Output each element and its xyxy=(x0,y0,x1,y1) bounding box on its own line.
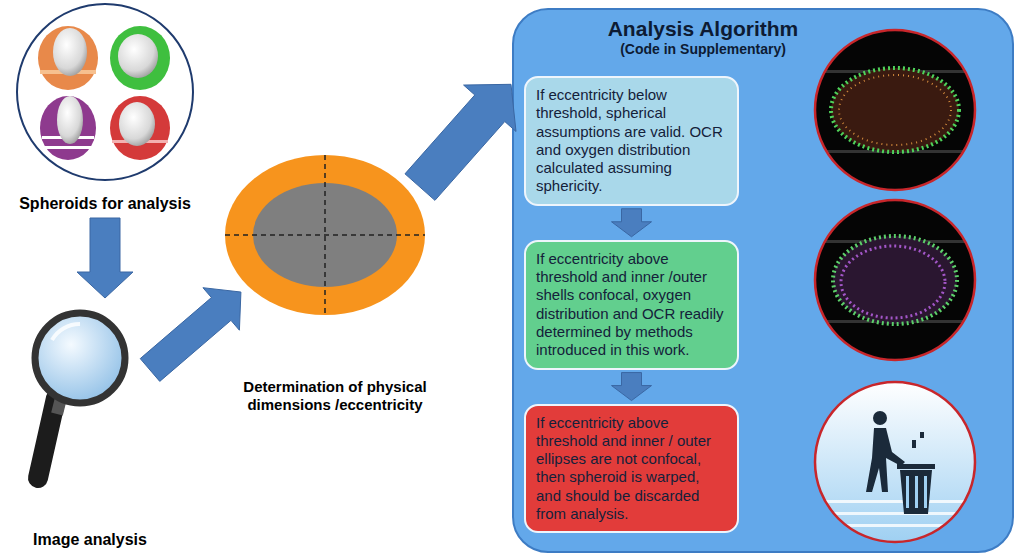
image-frame xyxy=(815,200,975,360)
block-arrow xyxy=(405,84,516,200)
magnifier-panel: Image analysis xyxy=(15,300,165,550)
spheroid-image xyxy=(815,30,975,190)
block-arrow xyxy=(140,288,241,382)
block-arrow xyxy=(612,373,652,401)
step-box: If eccentricity below threshold, spheric… xyxy=(524,76,739,206)
step-text: If eccentricity above threshold and inne… xyxy=(536,250,727,360)
box-title: Analysis Algorithm xyxy=(608,16,799,41)
box-subtitle: (Code in Supplementary) xyxy=(620,41,786,58)
spheroid-orange xyxy=(38,26,98,90)
panel-caption: Spheroids for analysis xyxy=(19,194,191,214)
spheroid-purple xyxy=(40,96,96,160)
spheroid-image xyxy=(815,200,975,360)
spheroid-circle xyxy=(17,4,193,180)
magnifier-icon xyxy=(35,313,125,478)
block-arrow xyxy=(612,209,652,237)
step-box: If eccentricity above threshold and inne… xyxy=(524,404,739,534)
image-frame xyxy=(815,382,975,542)
spheroid-red xyxy=(110,96,170,160)
image-frame xyxy=(815,30,975,190)
step-text: If eccentricity above threshold and inne… xyxy=(536,414,727,524)
ellipse-panel: Determination of physical dimensions /ec… xyxy=(215,150,455,415)
trash-icon xyxy=(815,382,975,542)
panel-caption: Determination of physical dimensions /ec… xyxy=(215,378,455,416)
eccentricity-ellipse xyxy=(225,155,425,315)
spheroid-green xyxy=(110,26,170,90)
block-arrow xyxy=(77,218,133,298)
spheroid-panel: Spheroids for analysis xyxy=(10,0,200,214)
step-box: If eccentricity above threshold and inne… xyxy=(524,240,739,370)
step-text: If eccentricity below threshold, spheric… xyxy=(536,86,727,196)
panel-caption: Image analysis xyxy=(33,530,147,550)
